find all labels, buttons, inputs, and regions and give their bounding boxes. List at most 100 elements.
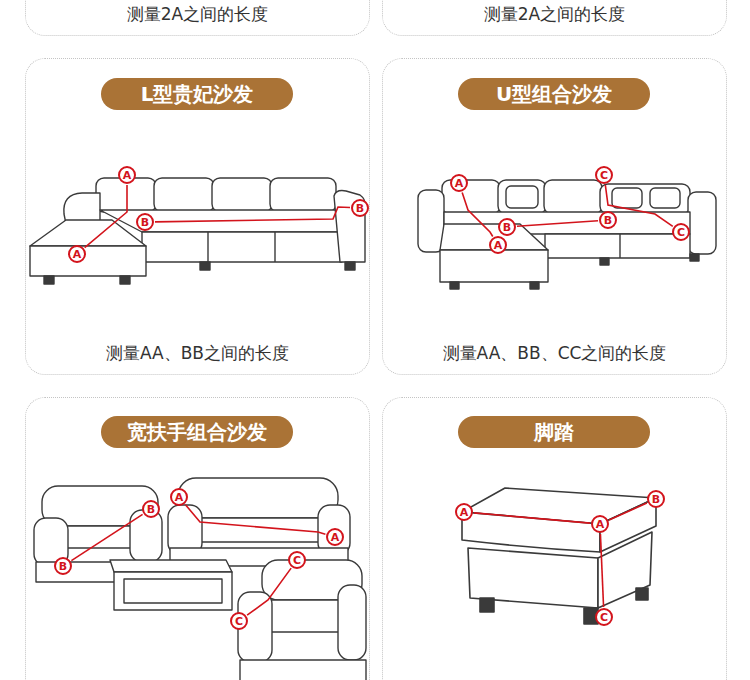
marker-letter: C <box>677 227 685 238</box>
sofa-outline <box>114 572 232 610</box>
sofa-outline <box>120 276 130 284</box>
product-card: 测量AA、BB之间的长度 L型贵妃沙发 A B B A <box>25 58 370 375</box>
sofa-outline <box>200 262 210 270</box>
sofa-outline <box>110 560 232 572</box>
marker-circle: C <box>288 551 306 569</box>
marker-circle: C <box>595 608 613 626</box>
marker-letter: C <box>235 616 243 627</box>
sofa-outline <box>440 250 548 282</box>
marker-letter: A <box>73 249 82 260</box>
marker-circle: B <box>54 557 72 575</box>
sofa-outline <box>270 178 336 212</box>
marker-letter: A <box>123 170 132 181</box>
title-text: 脚踏 <box>534 422 574 442</box>
marker-letter: A <box>494 240 503 251</box>
footstool <box>462 488 656 624</box>
title-text: U型组合沙发 <box>496 84 612 104</box>
sofa-outline <box>338 585 366 660</box>
sofa-outline <box>450 282 459 289</box>
sofa-outline <box>178 478 338 518</box>
marker-circle: A <box>326 528 344 546</box>
sofa-outline <box>688 192 716 254</box>
product-card: 宽扶手组合沙发 A B A C B C <box>25 397 370 680</box>
marker-circle: C <box>672 223 690 241</box>
measure-line <box>474 513 590 523</box>
marker-letter: B <box>147 504 155 515</box>
sofa-outline <box>30 246 146 276</box>
sofa-outline <box>619 234 620 258</box>
marker-circle: A <box>489 236 507 254</box>
sofa-outline <box>207 232 208 262</box>
marker-circle: B <box>136 213 154 231</box>
caption-text: 测量2A之间的长度 <box>484 4 625 25</box>
title-pill: 宽扶手组合沙发 <box>101 416 293 448</box>
u-sofa <box>418 180 716 289</box>
marker-letter: A <box>175 492 184 503</box>
sofa-outline <box>142 232 342 262</box>
title-text: L型贵妃沙发 <box>141 84 254 104</box>
measure-line <box>462 192 493 236</box>
sofa-outline <box>650 188 680 208</box>
sofa-outline <box>274 232 275 262</box>
marker-letter: B <box>652 494 660 505</box>
sofa-outline <box>30 220 146 246</box>
sofa-outline <box>545 234 690 258</box>
product-card: 测量AA、BB、CC之间的长度U型组合沙发CABBCA <box>382 58 727 375</box>
measure-line <box>71 514 142 560</box>
marker-circle: B <box>647 490 665 508</box>
title-text: 宽扶手组合沙发 <box>127 422 267 442</box>
sofa-outline <box>530 282 539 289</box>
product-card: 测量2A之间的长度 <box>382 0 727 36</box>
marker-letter: C <box>600 612 608 623</box>
sofa-outline <box>462 512 600 552</box>
marker-circle: C <box>595 166 613 184</box>
marker-letter: A <box>460 507 469 518</box>
sofa-outline <box>600 258 609 265</box>
marker-circle: A <box>591 515 609 533</box>
sofa-outline <box>600 184 690 214</box>
marker-circle: A <box>455 503 473 521</box>
sofa-outline <box>636 588 648 600</box>
sofa-outline <box>268 600 342 632</box>
sofa-outline <box>130 510 162 562</box>
title-pill: 脚踏 <box>458 416 650 448</box>
sofa-outline <box>154 178 214 212</box>
sofa-outline <box>418 190 444 252</box>
sofa-outline <box>506 186 538 208</box>
marker-circle: B <box>142 500 160 518</box>
marker-letter: B <box>503 222 511 233</box>
product-card: 测量2A之间的长度 <box>25 0 370 36</box>
caption-text: 测量AA、BB、CC之间的长度 <box>443 343 667 364</box>
marker-letter: B <box>141 217 149 228</box>
marker-letter: C <box>293 555 301 566</box>
l-sofa <box>30 178 365 284</box>
marker-circle: A <box>118 166 136 184</box>
sofa-outline <box>690 254 699 261</box>
sofa-outline <box>64 526 134 548</box>
marker-circle: B <box>351 199 369 217</box>
sofa-outline <box>480 598 494 612</box>
marker-letter: C <box>600 170 608 181</box>
marker-circle: B <box>498 218 516 236</box>
marker-circle: B <box>599 211 617 229</box>
marker-letter: B <box>356 203 364 214</box>
caption-text: 测量AA、BB之间的长度 <box>106 343 289 364</box>
marker-letter: A <box>455 178 464 189</box>
sofa-outline <box>212 178 272 212</box>
measure-line <box>247 568 291 615</box>
marker-circle: A <box>170 488 188 506</box>
measure-line <box>609 503 647 520</box>
marker-circle: A <box>68 245 86 263</box>
measure-line <box>85 185 127 248</box>
sofa-outline <box>124 579 222 603</box>
marker-circle: A <box>450 174 468 192</box>
sofa-outline <box>612 188 642 208</box>
title-pill: L型贵妃沙发 <box>101 78 293 110</box>
marker-letter: B <box>59 561 67 572</box>
sofa-outline <box>44 276 54 284</box>
title-pill: U型组合沙发 <box>458 78 650 110</box>
wide-arm-sofa-set <box>34 478 366 680</box>
sofa-outline <box>345 262 355 270</box>
sofa-outline <box>240 660 366 680</box>
measure-line <box>600 534 603 607</box>
